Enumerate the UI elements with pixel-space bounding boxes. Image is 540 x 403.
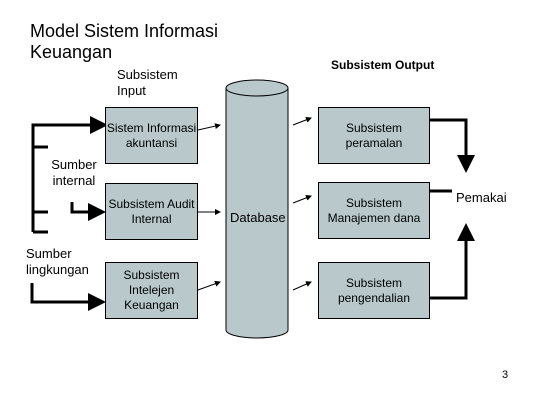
box-subsistem-intelejen-keuangan: Subsistem Intelejen Keuangan	[105, 262, 198, 319]
box-subsistem-peramalan: Subsistem peramalan	[318, 107, 430, 164]
box-subsistem-manajemen-dana: Subsistem Manajemen dana	[318, 182, 430, 239]
lingkungan-to-intelejen-arrow	[30, 283, 106, 311]
subsistem-input-label: Subsistem Input	[117, 67, 178, 98]
peramalan-to-pemakai-arrow	[430, 118, 475, 173]
page-title: Model Sistem Informasi Keuangan	[30, 21, 219, 62]
box-sistem-informasi-akuntansi: Sistem Informasi akuntansi	[105, 107, 198, 164]
box-subsistem-pengendalian: Subsistem pengendalian	[318, 262, 430, 319]
internal-to-audit-arrow	[70, 202, 106, 221]
sumber-internal-label: Sumber internal	[51, 157, 97, 188]
internal-source-bracket	[31, 123, 105, 232]
pemakai-label: Pemakai	[456, 190, 507, 205]
box-subsistem-audit-internal: Subsistem Audit Internal	[105, 183, 198, 240]
page-number: 3	[502, 369, 509, 381]
subsistem-output-label: Subsistem Output	[331, 58, 435, 72]
database-cylinder	[225, 79, 289, 339]
pengendalian-to-pemakai-arrow	[430, 223, 475, 300]
sumber-lingkungan-label: Sumber lingkungan	[26, 246, 89, 277]
database-label: Database	[230, 210, 286, 225]
